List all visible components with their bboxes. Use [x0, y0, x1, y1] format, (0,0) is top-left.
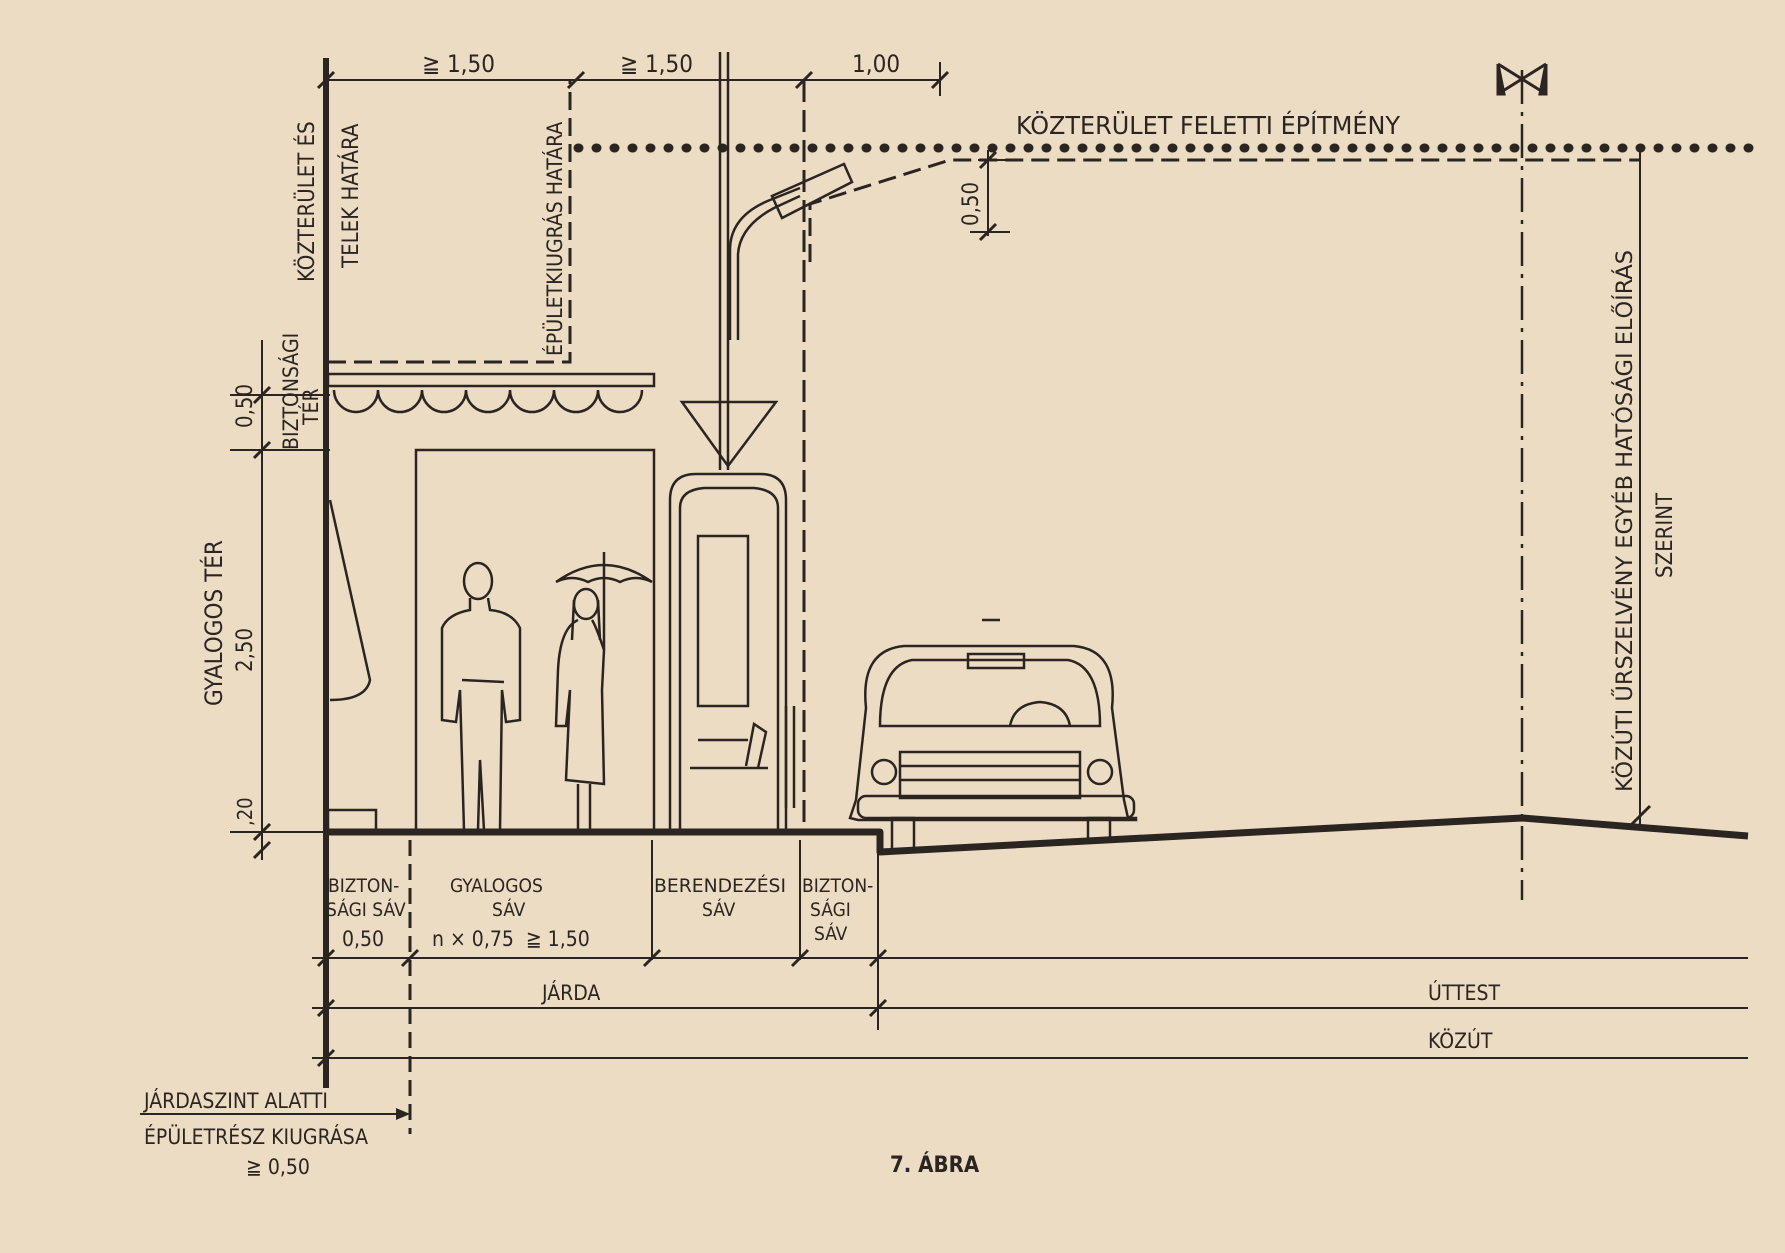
ground-profile-line — [328, 814, 1749, 856]
safety-space-label-line1: BIZTONSÁGI — [278, 333, 303, 450]
figure-caption: 7. ÁBRA — [890, 1152, 980, 1178]
projection-limit-label: ÉPÜLETKIUGRÁS HATÁRA — [542, 122, 567, 356]
street-lamp — [718, 52, 854, 470]
building-projection-limit-dashed — [328, 80, 572, 364]
kiosk-booth — [668, 472, 796, 832]
top-dim-3-label: 1,00 — [852, 50, 900, 78]
car-rear-view — [848, 618, 1138, 852]
safety-strip-1-label-line2: SÁGI SÁV — [326, 898, 406, 921]
below-grade-label-line1: JÁRDASZINT ALATTI — [143, 1088, 328, 1113]
pedestrian-strip-label-line2: SÁV — [492, 898, 526, 921]
safety-space-dim-label: 0,50 — [233, 384, 258, 428]
safety-strip-2-label-line2: SÁGI — [810, 898, 851, 921]
safety-strip-1-dim: 0,50 — [342, 927, 384, 951]
top-dim-2-label: ≧ 1,50 — [620, 50, 693, 78]
equipment-strip-label-line1: BERENDEZÉSI — [654, 874, 786, 897]
pedestrian-strip-label-line1: GYALOGOS — [450, 875, 543, 897]
left-height-dimensions — [230, 340, 330, 860]
overhead-clearance-dashed-outline — [808, 158, 1640, 262]
pedestrian-woman-umbrella-figure — [554, 552, 653, 830]
overhead-clearance-dimension — [970, 150, 1010, 242]
safety-strip-2-label-line3: SÁV — [814, 922, 848, 945]
public-road-label: KÖZÚT — [1428, 1028, 1493, 1053]
safety-strip-1-label-line1: BIZTON- — [328, 875, 399, 897]
top-dim-1-label: ≧ 1,50 — [422, 50, 495, 78]
axis-symbol-icon — [1496, 62, 1548, 96]
strip-dimension-ticks — [316, 948, 888, 1068]
overhead-clearance-label: 0,50 — [959, 182, 984, 226]
equipment-strip-label-line2: SÁV — [702, 898, 736, 921]
safety-strip-2-label-line1: BIZTON- — [802, 875, 873, 897]
overhead-structure-label: KÖZTERÜLET FELETTI ÉPÍTMÉNY — [1016, 111, 1400, 140]
safety-space-label-line2: TÉR — [298, 388, 323, 426]
sidewalk-label: JÁRDA — [541, 980, 600, 1005]
carriageway-label: ÚTTEST — [1428, 980, 1500, 1005]
pedestrian-strip-dim: n × 0,75 ≧ 1,50 — [432, 927, 590, 951]
boundary-label-line1: KÖZTERÜLET ÉS — [294, 121, 320, 282]
pedestrian-space-label: GYALOGOS TÉR — [199, 540, 228, 706]
boundary-label-line2: TELEK HATÁRA — [338, 123, 364, 269]
pedestrian-space-dim-label: 2,50 — [233, 628, 258, 672]
road-clearance-label: KÖZÚTI ŰRSZELVÉNY EGYÉB HATÓSÁGI ELŐÍRÁS — [1612, 250, 1638, 792]
strip-boundary-lines — [312, 840, 1748, 1059]
awning-drawing — [326, 372, 656, 414]
road-clearance-dimension — [1628, 150, 1652, 828]
yield-sign-icon — [679, 400, 779, 469]
kerb-height-dim-label: ,20 — [233, 797, 257, 826]
below-grade-label-line2: ÉPÜLETRÉSZ KIUGRÁSA — [144, 1124, 368, 1149]
road-clearance-label-2: SZERINT — [1653, 492, 1678, 578]
pedestrian-man-figure — [440, 561, 522, 832]
below-grade-dim: ≧ 0,50 — [246, 1155, 310, 1179]
arrow-head-icon — [396, 1108, 410, 1120]
top-dimension-chain — [316, 62, 950, 96]
